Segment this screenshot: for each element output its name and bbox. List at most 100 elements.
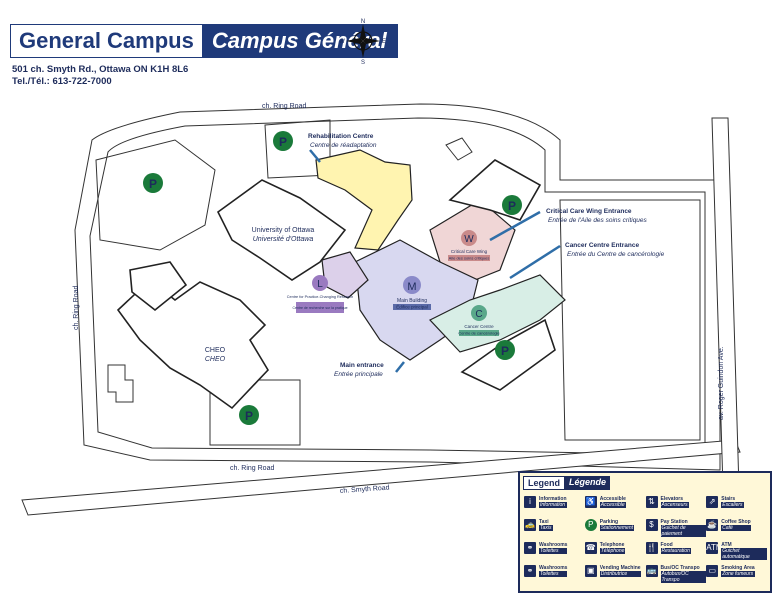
uottawa-label-fr: Université d'Ottawa xyxy=(253,236,314,243)
parking-marker-northeast xyxy=(502,195,522,215)
parking-icon: P xyxy=(584,519,597,531)
parking-label-northwest: P xyxy=(149,177,157,191)
phone-number: Tel./Tél.: 613-722-7000 xyxy=(12,76,112,87)
legend-item-label-fr: Escaliers xyxy=(721,502,744,508)
cancer-entrance-label-en: Cancer Centre Entrance xyxy=(565,242,639,249)
main-entrance-label-fr: Entrée principale xyxy=(334,371,383,378)
washroom-icon: ⚭ xyxy=(524,542,536,554)
legend-header: Legend Légende xyxy=(523,476,770,490)
pay-station-icon: $ xyxy=(645,519,658,531)
research-label-en: Centre for Practice-Changing Research xyxy=(287,295,353,299)
roger-guindon-label: av. Roger Guindon Ave. xyxy=(718,346,725,420)
legend-item-label-en: Coffee Shop xyxy=(721,519,751,525)
compass-n: N xyxy=(361,19,365,25)
legend-item-label-en: Food xyxy=(660,542,673,548)
research-letter-marker xyxy=(312,275,328,291)
legend-item-label-fr: Guichet de paiement xyxy=(660,525,707,537)
washroom-2-icon: ⚭ xyxy=(524,565,536,577)
research-letter: L xyxy=(317,279,323,290)
legend-item-label-en: Information xyxy=(539,496,567,502)
food-icon: 🍴 xyxy=(645,542,658,554)
ring-road-outer xyxy=(74,103,721,471)
parking-label-northeast: P xyxy=(508,199,516,213)
parking-label-east: P xyxy=(501,344,509,358)
rehabilitation-centre-building xyxy=(315,149,413,251)
ring-road-bottom-label: ch. Ring Road xyxy=(230,465,274,472)
cheo-label-en: CHEO xyxy=(205,347,226,354)
street-address: 501 ch. Smyth Rd., Ottawa ON K1H 8L6 xyxy=(12,64,189,75)
rehab-entrance-label-en: Rehabilitation Centre xyxy=(308,133,374,140)
parking-label-rehab: P xyxy=(279,135,287,149)
small-building-north xyxy=(445,137,473,161)
parking-marker-southwest xyxy=(239,405,259,425)
legend-item-label-en: Taxi xyxy=(539,519,549,525)
legend-item-label-fr: Café xyxy=(721,525,751,531)
cancer-centre-label-en: Cancer Centre xyxy=(464,324,494,329)
legend-item-label-en: Stairs xyxy=(721,496,736,502)
legend-item-label-fr: Téléphone xyxy=(599,548,626,554)
uottawa-label-en: University of Ottawa xyxy=(252,227,315,234)
research-centre-building xyxy=(321,251,369,299)
legend-item-label-en: Accessible xyxy=(599,496,626,502)
north-block-building xyxy=(448,159,542,221)
ring-road-top-label: ch. Ring Road xyxy=(262,103,306,110)
ccw-entrance-label-fr: Entrée de l'Aile des soins critiques xyxy=(548,217,648,224)
bus-icon: 🚌 xyxy=(645,565,658,577)
vending-icon: ▣ xyxy=(584,565,597,577)
compass-e: E xyxy=(382,39,386,45)
main-building-letter: M xyxy=(407,281,416,293)
legend-item-label-fr: Toilettes xyxy=(539,571,568,577)
legend-title-en: Legend xyxy=(523,476,566,490)
taxi-icon: 🚕 xyxy=(524,519,536,531)
telephone-icon: ☎ xyxy=(584,542,597,554)
legend-item-label-en: Washrooms xyxy=(539,565,568,571)
legend-item-label-en: Vending Machine xyxy=(599,565,641,571)
critical-care-entrance-path xyxy=(489,210,541,242)
cancer-centre-letter-marker xyxy=(471,305,487,321)
ccw-entrance-label-en: Critical Care Wing Entrance xyxy=(546,208,632,215)
main-building-letter-marker xyxy=(403,276,421,294)
legend-item-label-en: ATM xyxy=(721,542,732,548)
campus-title-en: General Campus xyxy=(11,25,202,57)
compass-s: S xyxy=(361,60,365,64)
critical-care-letter: W xyxy=(464,234,474,245)
campus-address: 501 ch. Smyth Rd., Ottawa ON K1H 8L6 Tel… xyxy=(12,64,188,88)
critical-care-label-fr: Aile des soins critiques xyxy=(449,256,490,261)
legend-item-label-fr: Stationnement xyxy=(599,525,634,531)
cheo-label-fr: CHEO xyxy=(205,356,226,363)
cancer-centre-letter: C xyxy=(475,309,482,320)
elevator-icon: ⇅ xyxy=(645,496,658,508)
smyth-road-label: ch. Smyth Road xyxy=(340,485,390,495)
smoking-icon: ▭ xyxy=(706,565,719,577)
legend-item-label-fr: Guichet automatique xyxy=(721,548,767,560)
parking-lot-rehab xyxy=(264,119,331,179)
legend-item-label-fr: Ascenseurs xyxy=(660,502,689,508)
legend-item-label-fr: Taxis xyxy=(539,525,553,531)
legend-item-label-fr: Zone fumeurs xyxy=(721,571,755,577)
compass-w: W xyxy=(340,39,345,45)
parking-lot-southwest xyxy=(209,379,301,446)
parking-marker-rehab xyxy=(273,131,293,151)
atm-icon: ATM xyxy=(706,542,723,554)
cancer-entrance-path xyxy=(509,244,561,280)
